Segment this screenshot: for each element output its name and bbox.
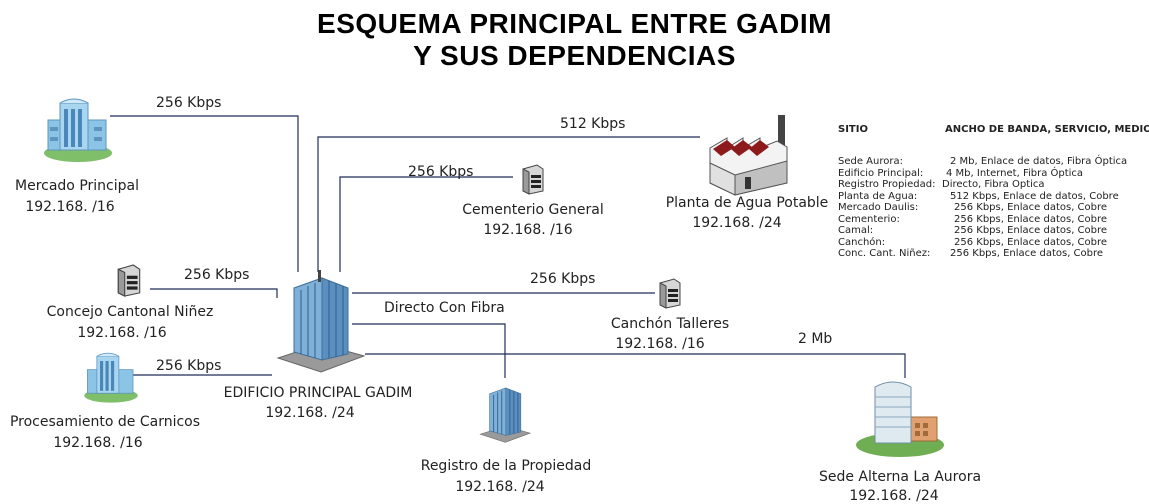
legend-header-site: SITIO bbox=[838, 124, 868, 135]
link-label-planta: 512 Kbps bbox=[560, 116, 626, 132]
legend-row-detail: 512 Kbps, Enlace de datos, Cobre bbox=[950, 190, 1119, 202]
link-label-procesamiento: 256 Kbps bbox=[156, 358, 222, 374]
node-name-sede: Sede Alterna La Aurora bbox=[818, 469, 982, 485]
server-icon bbox=[117, 264, 141, 297]
node-ip-sede: 192.168. /24 bbox=[849, 488, 939, 504]
diagram-title-line2: Y SUS DEPENDENCIAS bbox=[413, 40, 736, 71]
node-name-registro: Registro de la Propiedad bbox=[420, 458, 592, 474]
server-icon bbox=[522, 164, 544, 195]
legend-row-detail: Directo, Fibra Optica bbox=[942, 179, 1045, 190]
node-ip-concejo: 192.168. /16 bbox=[77, 325, 167, 341]
node-name-edificio: EDIFICIO PRINCIPAL GADIM bbox=[223, 385, 413, 401]
legend-row-site: Conc. Cant. Niñez: bbox=[838, 248, 931, 259]
building-icon bbox=[44, 98, 112, 162]
legend-header-detail: ANCHO DE BANDA, SERVICIO, MEDIO bbox=[945, 124, 1149, 135]
legend-row-detail: 256 Kbps, Enlace datos, Cobre bbox=[950, 248, 1104, 259]
link-label-registro: Directo Con Fibra bbox=[384, 300, 505, 316]
link-planta bbox=[317, 136, 700, 272]
link-registro bbox=[352, 323, 506, 378]
office-tower-icon bbox=[276, 270, 366, 373]
legend-row-site: Sede Aurora: bbox=[838, 156, 903, 167]
link-label-mercado: 256 Kbps bbox=[156, 95, 222, 111]
legend-row-detail: 4 Mb, Internet, Fibra Óptica bbox=[946, 167, 1084, 179]
legend-row-site: Registro Propiedad: bbox=[838, 179, 936, 190]
node-name-cementerio: Cementerio General bbox=[462, 202, 604, 218]
legend-row-site: Camal: bbox=[838, 225, 874, 236]
legend-row-detail: 256 Kbps, Enlace datos, Cobre bbox=[954, 225, 1108, 236]
legend-row-detail: 256 Kbps, Enlace datos, Cobre bbox=[954, 213, 1108, 225]
link-label-concejo: 256 Kbps bbox=[184, 267, 250, 283]
legend-row-site: Planta de Agua: bbox=[838, 190, 918, 202]
node-name-concejo: Concejo Cantonal Niñez bbox=[46, 304, 214, 320]
link-label-sede: 2 Mb bbox=[798, 331, 833, 347]
building-icon bbox=[856, 381, 944, 457]
node-name-canchon: Canchón Talleres bbox=[610, 316, 730, 332]
office-tower-icon bbox=[479, 387, 532, 443]
node-name-procesamiento: Procesamiento de Carnicos bbox=[9, 414, 201, 430]
node-ip-mercado: 192.168. /16 bbox=[25, 199, 115, 215]
node-ip-planta: 192.168. /24 bbox=[692, 215, 782, 231]
node-ip-cementerio: 192.168. /16 bbox=[483, 222, 573, 238]
link-sede bbox=[365, 353, 906, 378]
node-name-mercado: Mercado Principal bbox=[15, 178, 139, 194]
link-concejo bbox=[150, 288, 278, 298]
factory-icon bbox=[709, 115, 788, 196]
server-icon bbox=[659, 278, 681, 309]
link-cementerio bbox=[339, 176, 513, 272]
legend-row-detail: 256 Kbps, Enlace datos, Cobre bbox=[954, 236, 1108, 248]
link-mercado bbox=[110, 115, 299, 272]
node-ip-registro: 192.168. /24 bbox=[455, 479, 545, 495]
link-label-canchon: 256 Kbps bbox=[530, 271, 596, 287]
node-ip-canchon: 192.168. /16 bbox=[615, 336, 705, 352]
legend-row-site: Cementerio: bbox=[838, 213, 900, 225]
legend-row-detail: 256 Kbps, Enlace datos, Cobre bbox=[954, 202, 1108, 213]
node-ip-edificio: 192.168. /24 bbox=[265, 405, 355, 421]
legend-row-site: Canchón: bbox=[838, 236, 886, 248]
node-name-planta: Planta de Agua Potable bbox=[665, 195, 829, 211]
building-icon bbox=[84, 352, 138, 403]
legend-table: SITIO ANCHO DE BANDA, SERVICIO, MEDIO Se… bbox=[838, 124, 1149, 304]
link-label-cementerio: 256 Kbps bbox=[408, 164, 474, 180]
diagram-title-line1: ESQUEMA PRINCIPAL ENTRE GADIM bbox=[317, 8, 832, 39]
node-ip-procesamiento: 192.168. /16 bbox=[53, 435, 143, 451]
legend-row-site: Mercado Daulis: bbox=[838, 202, 919, 213]
legend-row-site: Edificio Principal: bbox=[838, 167, 924, 179]
legend-row-detail: 2 Mb, Enlace de datos, Fibra Óptica bbox=[950, 156, 1128, 167]
